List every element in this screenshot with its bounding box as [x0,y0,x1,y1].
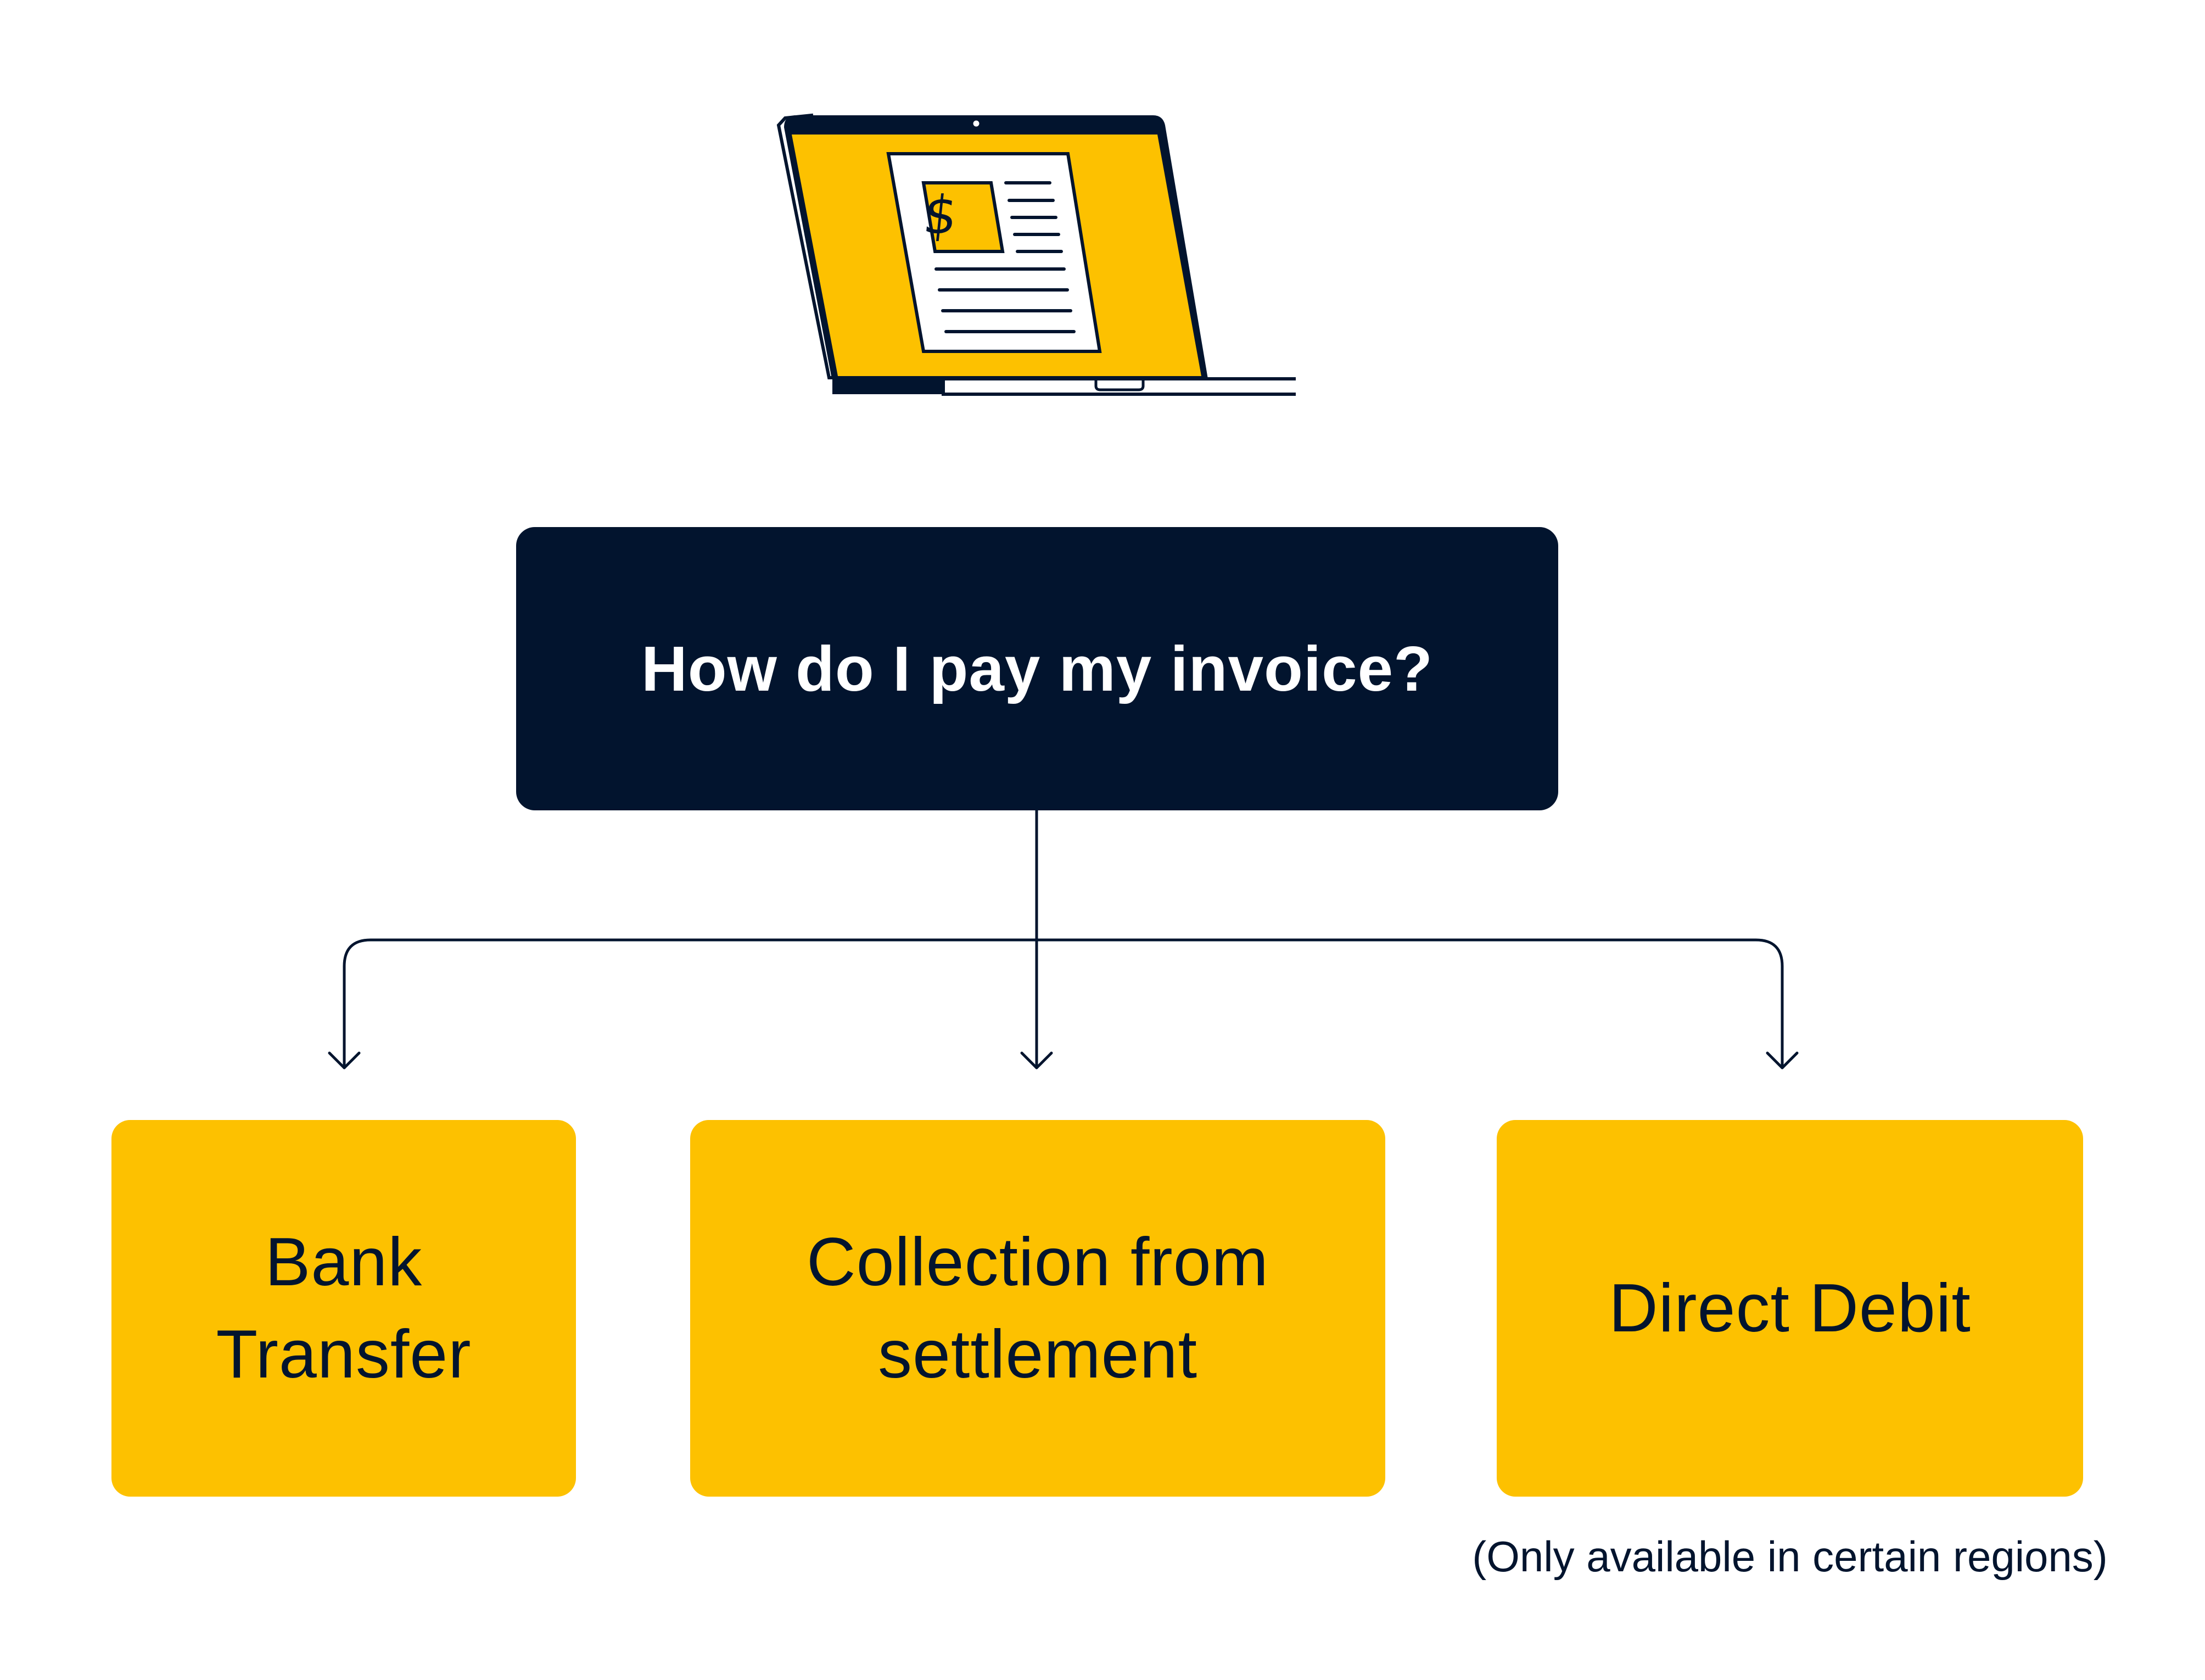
question-label: How do I pay my invoice? [641,633,1434,704]
arrowhead-left [328,1051,361,1069]
laptop-invoice-icon: $ [776,113,1296,396]
option-label: Direct Debit [1609,1270,1971,1346]
arrowhead-center [1020,1051,1053,1069]
dollar-sign: $ [920,184,960,246]
option-collection-from-settlement: Collection from settlement [690,1120,1385,1497]
question-box: How do I pay my invoice? [516,527,1558,810]
option-bank-transfer: Bank Transfer [111,1120,576,1497]
dollar-tile [921,181,1005,253]
option-label: Bank Transfer [216,1224,472,1392]
option-direct-debit: Direct Debit [1497,1120,2083,1497]
option-label: Collection from settlement [807,1224,1269,1392]
footnote-regions: (Only available in certain regions) [1472,1532,2108,1581]
connector-branch [343,938,1784,1069]
invoice-lines [934,181,1076,333]
arrowhead-right [1766,1051,1799,1069]
